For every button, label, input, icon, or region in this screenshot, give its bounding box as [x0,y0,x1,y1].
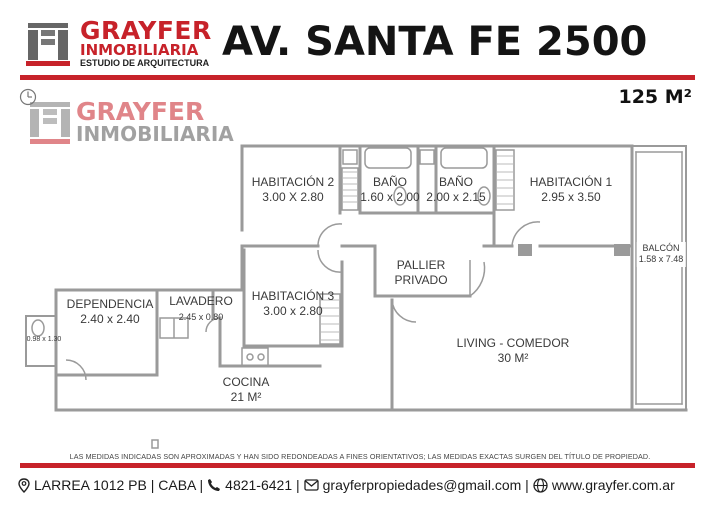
room-size: 3.00 X 2.80 [262,190,324,204]
room-name: COCINA [222,375,270,389]
clock-icon [19,88,37,106]
watermark-logo-icon [30,102,70,144]
phone-number[interactable]: 4821-6421 | [225,477,300,493]
disclaimer: LAS MEDIDAS INDICADAS SON APROXIMADAS Y … [69,452,651,461]
header-divider [20,75,695,80]
room-size: 1.60 x 2.00 [360,190,420,204]
room-name: HABITACIÓN 1 [529,175,613,189]
room-size: 3.00 x 2.80 [263,304,323,318]
brand-tagline: ESTUDIO DE ARQUITECTURA [80,58,210,68]
footer-divider [20,463,695,468]
room-size: 21 M² [230,390,262,404]
room-name: HABITACIÓN 2 [251,175,335,189]
website-link[interactable]: www.grayfer.com.ar [551,477,675,493]
room-name: HABITACIÓN 3 [251,289,335,303]
room-name: PALLIER [396,258,446,272]
globe-icon [533,477,548,493]
phone-icon [208,479,221,491]
room-size: 2.95 x 3.50 [541,190,601,204]
total-area: 125 M² [618,86,692,108]
address-text: LARREA 1012 PB | CABA | [34,477,204,493]
watermark-brand: GRAYFER [76,97,205,126]
room-size: 2.00 x 2.15 [426,190,486,204]
room-name: BAÑO [438,175,474,189]
room-name-2: PRIVADO [394,273,448,287]
room-name: LAVADERO [169,294,233,308]
room-toilet: 0.98 x 1.30 [27,336,62,345]
room-size: 30 M² [497,351,529,365]
room-name: LIVING - COMEDOR [456,336,570,350]
room-size: 1.58 x 7.48 [638,254,684,265]
room-name: BALCÓN [642,243,680,253]
room-name: DEPENDENCIA [66,297,154,311]
page-title: AV. SANTA FE 2500 [222,19,648,65]
watermark-subtitle: INMOBILIARIA [76,122,234,146]
contact-bar: LARREA 1012 PB | CABA | 4821-6421 | gray… [18,477,675,493]
room-name: BAÑO [372,175,408,189]
room-size: 2.45 x 0.80 [178,312,224,322]
room-size: 2.40 x 2.40 [80,312,140,326]
location-pin-icon [18,477,30,493]
building-logo-icon [26,20,70,66]
room-lavadero: LAVADERO 2.45 x 0.80 [169,294,233,324]
email-link[interactable]: grayferpropiedades@gmail.com | [322,477,529,493]
brand-subtitle: INMOBILIARIA [80,41,199,59]
brand-name: GRAYFER [80,16,212,45]
mail-icon [303,479,319,491]
room-size: 0.98 x 1.30 [26,336,62,343]
